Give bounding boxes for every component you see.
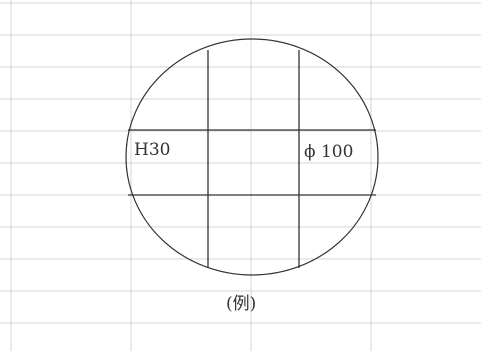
example-caption: (例) [226,294,257,314]
height-label: H30 [134,140,171,160]
circle-shape [125,38,379,276]
outer-circle [125,38,379,276]
diameter-label: ϕ 100 [304,142,354,162]
